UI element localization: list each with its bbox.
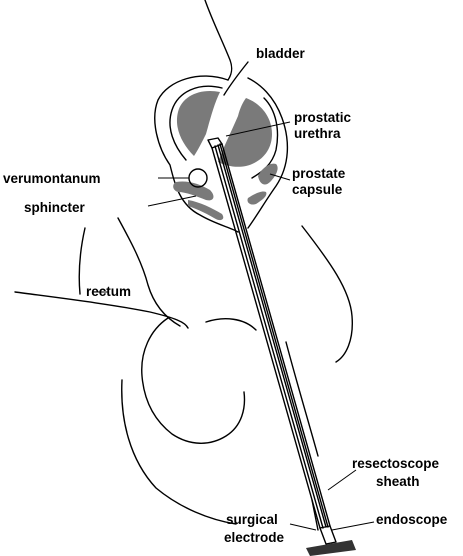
endoscope-body (320, 526, 336, 544)
prostate-capsule-tissue (258, 164, 278, 185)
surgical-electrode-wire (312, 500, 318, 530)
label-prostate-capsule-line1: prostate (292, 166, 346, 181)
label-resectoscope-sheath-line1: resectoscope (352, 456, 440, 471)
right-lower-contour (286, 342, 318, 456)
perineum-contour (142, 318, 245, 443)
sphincter-tissue (173, 181, 213, 200)
label-prostatic-urethra-line2: urethra (294, 126, 341, 141)
bladder-wall-inner (224, 62, 248, 95)
prostate-left-lobe (177, 91, 220, 156)
rectum-wall (118, 218, 180, 326)
bladder-wall-outer (205, 0, 232, 80)
label-rectum: rectum (86, 284, 131, 299)
label-sphincter: sphincter (24, 200, 86, 215)
lower-body-contour (122, 380, 236, 524)
sheath-inner-line-2 (218, 145, 326, 527)
label-endoscope: endoscope (376, 512, 448, 527)
penis-contour (206, 319, 256, 330)
label-surgical-electrode-line1: surgical (226, 512, 278, 527)
label-prostate-capsule-line2: capsule (292, 182, 343, 197)
sheath-inner-line-3 (220, 144, 328, 527)
label-surgical-electrode-line2: electrode (224, 530, 285, 545)
label-verumontanum: verumontanum (3, 171, 101, 186)
verumontanum (189, 169, 207, 187)
label-bladder: bladder (256, 46, 306, 61)
leader-surgical-electrode (290, 524, 316, 530)
right-body-contour (302, 226, 352, 362)
label-resectoscope-sheath-line2: sheath (376, 474, 420, 489)
sheath-inner-line-1 (215, 146, 323, 528)
prostate-capsule-tissue-lower (247, 191, 266, 204)
leader-resectoscope-sheath (328, 470, 356, 490)
leader-endoscope (332, 522, 374, 530)
label-prostatic-urethra-line1: prostatic (294, 110, 352, 125)
left-body-contour (79, 228, 85, 294)
